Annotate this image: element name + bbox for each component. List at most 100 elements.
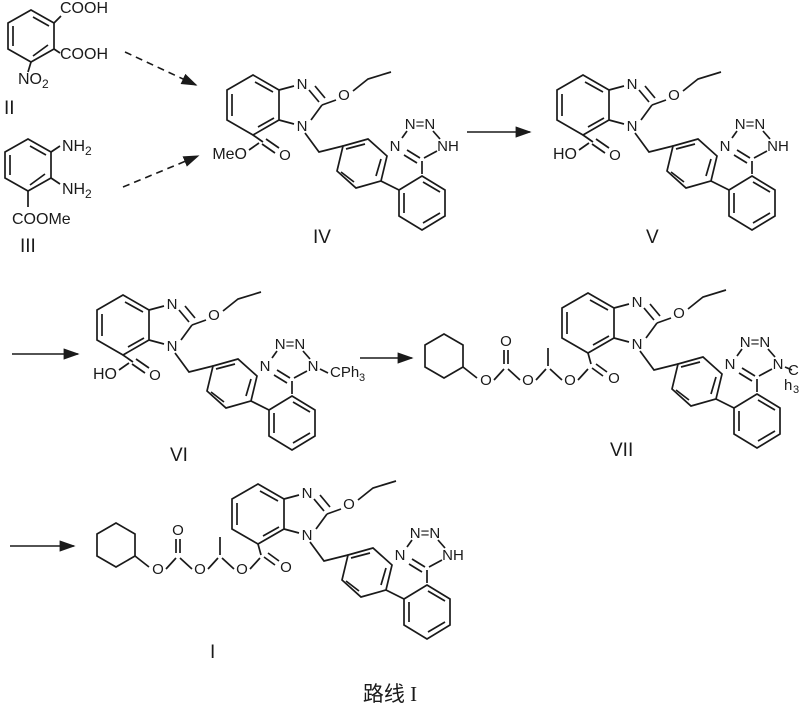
structure-iii: NH 2 NH 2 COOMe III — [4, 138, 92, 257]
tetrazole-n-right-label: N — [308, 358, 319, 375]
cilexetil-chain: O O O O O — [96, 522, 292, 578]
chain-o1-label: O — [480, 372, 492, 389]
structure-i: O O O O O N N O N=N N NH I — [96, 480, 464, 663]
scheme-caption: 路线 I — [363, 682, 417, 706]
structure-v: N N O HO O N=N N NH V — [553, 71, 789, 248]
core-bonds — [556, 71, 776, 231]
no2-subscript: 2 — [42, 77, 49, 91]
structure-vii: O O O O O N N O N=N N N CP h 3 VII — [424, 289, 800, 461]
substituent-bonds — [27, 15, 62, 73]
imidazole-n1-label: N — [632, 336, 643, 353]
acid-ho-label: HO — [553, 146, 577, 163]
imidazole-n3-label: N — [167, 296, 178, 313]
compound-iii-number: III — [20, 236, 36, 257]
imidazole-n1-label: N — [302, 527, 313, 544]
compound-vi-number: VI — [170, 445, 188, 466]
benzene-ring — [4, 138, 52, 192]
tetrazole-n-left-label: N — [390, 138, 401, 155]
ester-bonds — [578, 134, 610, 154]
chain-o2-label: O — [172, 522, 184, 539]
tetrazole-nh-label: NH — [442, 547, 464, 564]
nh2-bottom-subscript: 2 — [85, 187, 92, 201]
compound-vii-number: VII — [610, 440, 633, 461]
compound-ii-number: II — [4, 98, 15, 119]
chain-bonds — [424, 333, 608, 381]
tetrazole-nn-label: N=N — [735, 116, 765, 133]
tetrazole-n-right-label: N — [773, 356, 784, 373]
compound-i-number: I — [210, 642, 215, 663]
tetrazole-n-left-label: N — [725, 356, 736, 373]
aromatic-double-bonds — [12, 16, 50, 57]
core-bonds — [226, 71, 446, 231]
chain-o4-label: O — [564, 372, 576, 389]
ethoxy-o-label: O — [208, 307, 220, 324]
imidazole-n3-label: N — [297, 76, 308, 93]
carbonyl-o-label: O — [609, 147, 621, 164]
tetrazole-nh-label: NH — [437, 138, 459, 155]
core: N N O N=N N NH I — [210, 480, 464, 663]
chain-o5-label: O — [280, 559, 292, 576]
nh2-bottom-label: NH — [62, 181, 85, 198]
tetrazole-nn-label: N=N — [410, 525, 440, 542]
arrow-ii-to-iv — [124, 51, 198, 86]
chain-o5-label: O — [608, 370, 620, 387]
cooh-top-label: COOH — [60, 0, 108, 17]
core-bonds — [96, 291, 316, 451]
imidazole-n3-label: N — [627, 76, 638, 93]
tetrazole-nn-label: N=N — [275, 336, 305, 353]
compound-iv-number: IV — [313, 227, 331, 248]
imidazole-n1-label: N — [297, 118, 308, 135]
no2-label: NO — [18, 71, 42, 88]
imidazole-n1-label: N — [167, 338, 178, 355]
tetrazole-nh-label: NH — [767, 138, 789, 155]
chain-o1-label: O — [152, 561, 164, 578]
cooh-bottom-label: COOH — [60, 46, 108, 63]
compound-v-number: V — [646, 227, 659, 248]
trityl-bond — [319, 368, 329, 374]
trityl-bond — [784, 366, 793, 371]
benzene-ring — [7, 9, 55, 63]
trityl-subscript: 3 — [359, 372, 365, 384]
chain-o3-label: O — [522, 372, 534, 389]
trityl-subscript: 3 — [793, 384, 799, 396]
nh2-top-label: NH — [62, 138, 85, 155]
tetrazole-n-left-label: N — [720, 138, 731, 155]
trityl-h-label: h — [784, 377, 792, 394]
chain-bonds — [96, 522, 280, 570]
acid-ho-label: HO — [93, 366, 117, 383]
tetrazole-nn-label: N=N — [740, 334, 770, 351]
core: N N O N=N N N CP h 3 VII — [561, 289, 800, 461]
chain-o4-label: O — [236, 561, 248, 578]
cilexetil-chain: O O O O O — [424, 333, 620, 389]
aromatic-double-bonds — [9, 145, 47, 186]
tetrazole-n-left-label: N — [260, 358, 271, 375]
imidazole-n1-label: N — [627, 118, 638, 135]
arrow-iii-to-iv — [122, 155, 200, 188]
imidazole-n3-label: N — [632, 294, 643, 311]
trityl-cph3-label: CPh — [330, 364, 359, 381]
ester-link-bond — [257, 543, 262, 556]
ethoxy-o-label: O — [338, 87, 350, 104]
structure-ii: COOH COOH NO 2 II — [4, 0, 108, 119]
imidazole-n3-label: N — [302, 485, 313, 502]
nh2-top-subscript: 2 — [85, 144, 92, 158]
ethoxy-o-label: O — [673, 305, 685, 322]
structure-vi: N N O HO O N=N N N CPh 3 VI — [93, 291, 365, 466]
chain-o3-label: O — [194, 561, 206, 578]
ester-link-bond — [587, 352, 592, 365]
trityl-cp-label: CP — [788, 362, 800, 379]
ethoxy-o-label: O — [668, 87, 680, 104]
tetrazole-nn-label: N=N — [405, 116, 435, 133]
ethoxy-o-label: O — [343, 496, 355, 513]
ester-bonds — [248, 134, 280, 154]
tetrazole-n-left-label: N — [395, 547, 406, 564]
coome-label: COOMe — [12, 211, 71, 228]
carbonyl-o-label: O — [149, 367, 161, 384]
ester-bonds — [118, 354, 150, 374]
core-bonds — [231, 480, 451, 640]
chain-o2-label: O — [500, 333, 512, 350]
structure-iv: N N O MeO O N=N N NH IV — [212, 71, 459, 248]
carbonyl-o-label: O — [279, 147, 291, 164]
